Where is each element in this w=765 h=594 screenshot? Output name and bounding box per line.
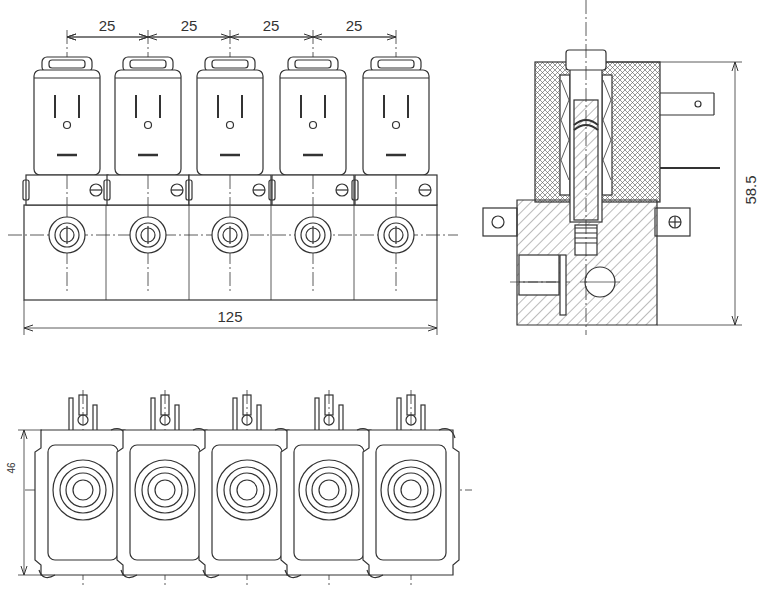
dimension-label: 25 (344, 17, 365, 34)
dimension-label: 25 (97, 17, 118, 34)
dimension-label: 58.5 (742, 173, 759, 206)
dimension-label: 25 (261, 17, 282, 34)
valve-front (104, 30, 189, 292)
dimension-label: 125 (215, 308, 244, 325)
dimension-label: 25 (179, 17, 200, 34)
valve-front (186, 30, 271, 292)
valve-section (483, 0, 720, 335)
dimension-label: 46 (6, 460, 18, 475)
valve-top (363, 390, 459, 585)
valve-front (269, 30, 354, 292)
valve-front (352, 30, 437, 292)
valve-front (23, 30, 108, 292)
